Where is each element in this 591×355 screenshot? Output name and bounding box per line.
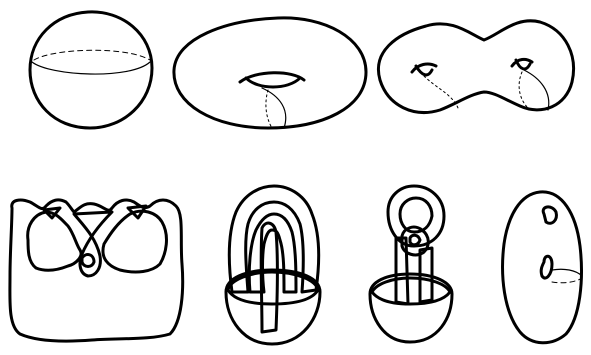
torus-drawing: [174, 18, 366, 128]
double-torus-drawing: [378, 21, 573, 113]
tangle-surface-drawing: [10, 200, 183, 341]
handle-arch-drawing: [226, 186, 320, 344]
sphere-drawing: [30, 12, 152, 128]
upright-torus-drawing: [503, 192, 582, 343]
knotted-loop-drawing: [370, 186, 452, 342]
